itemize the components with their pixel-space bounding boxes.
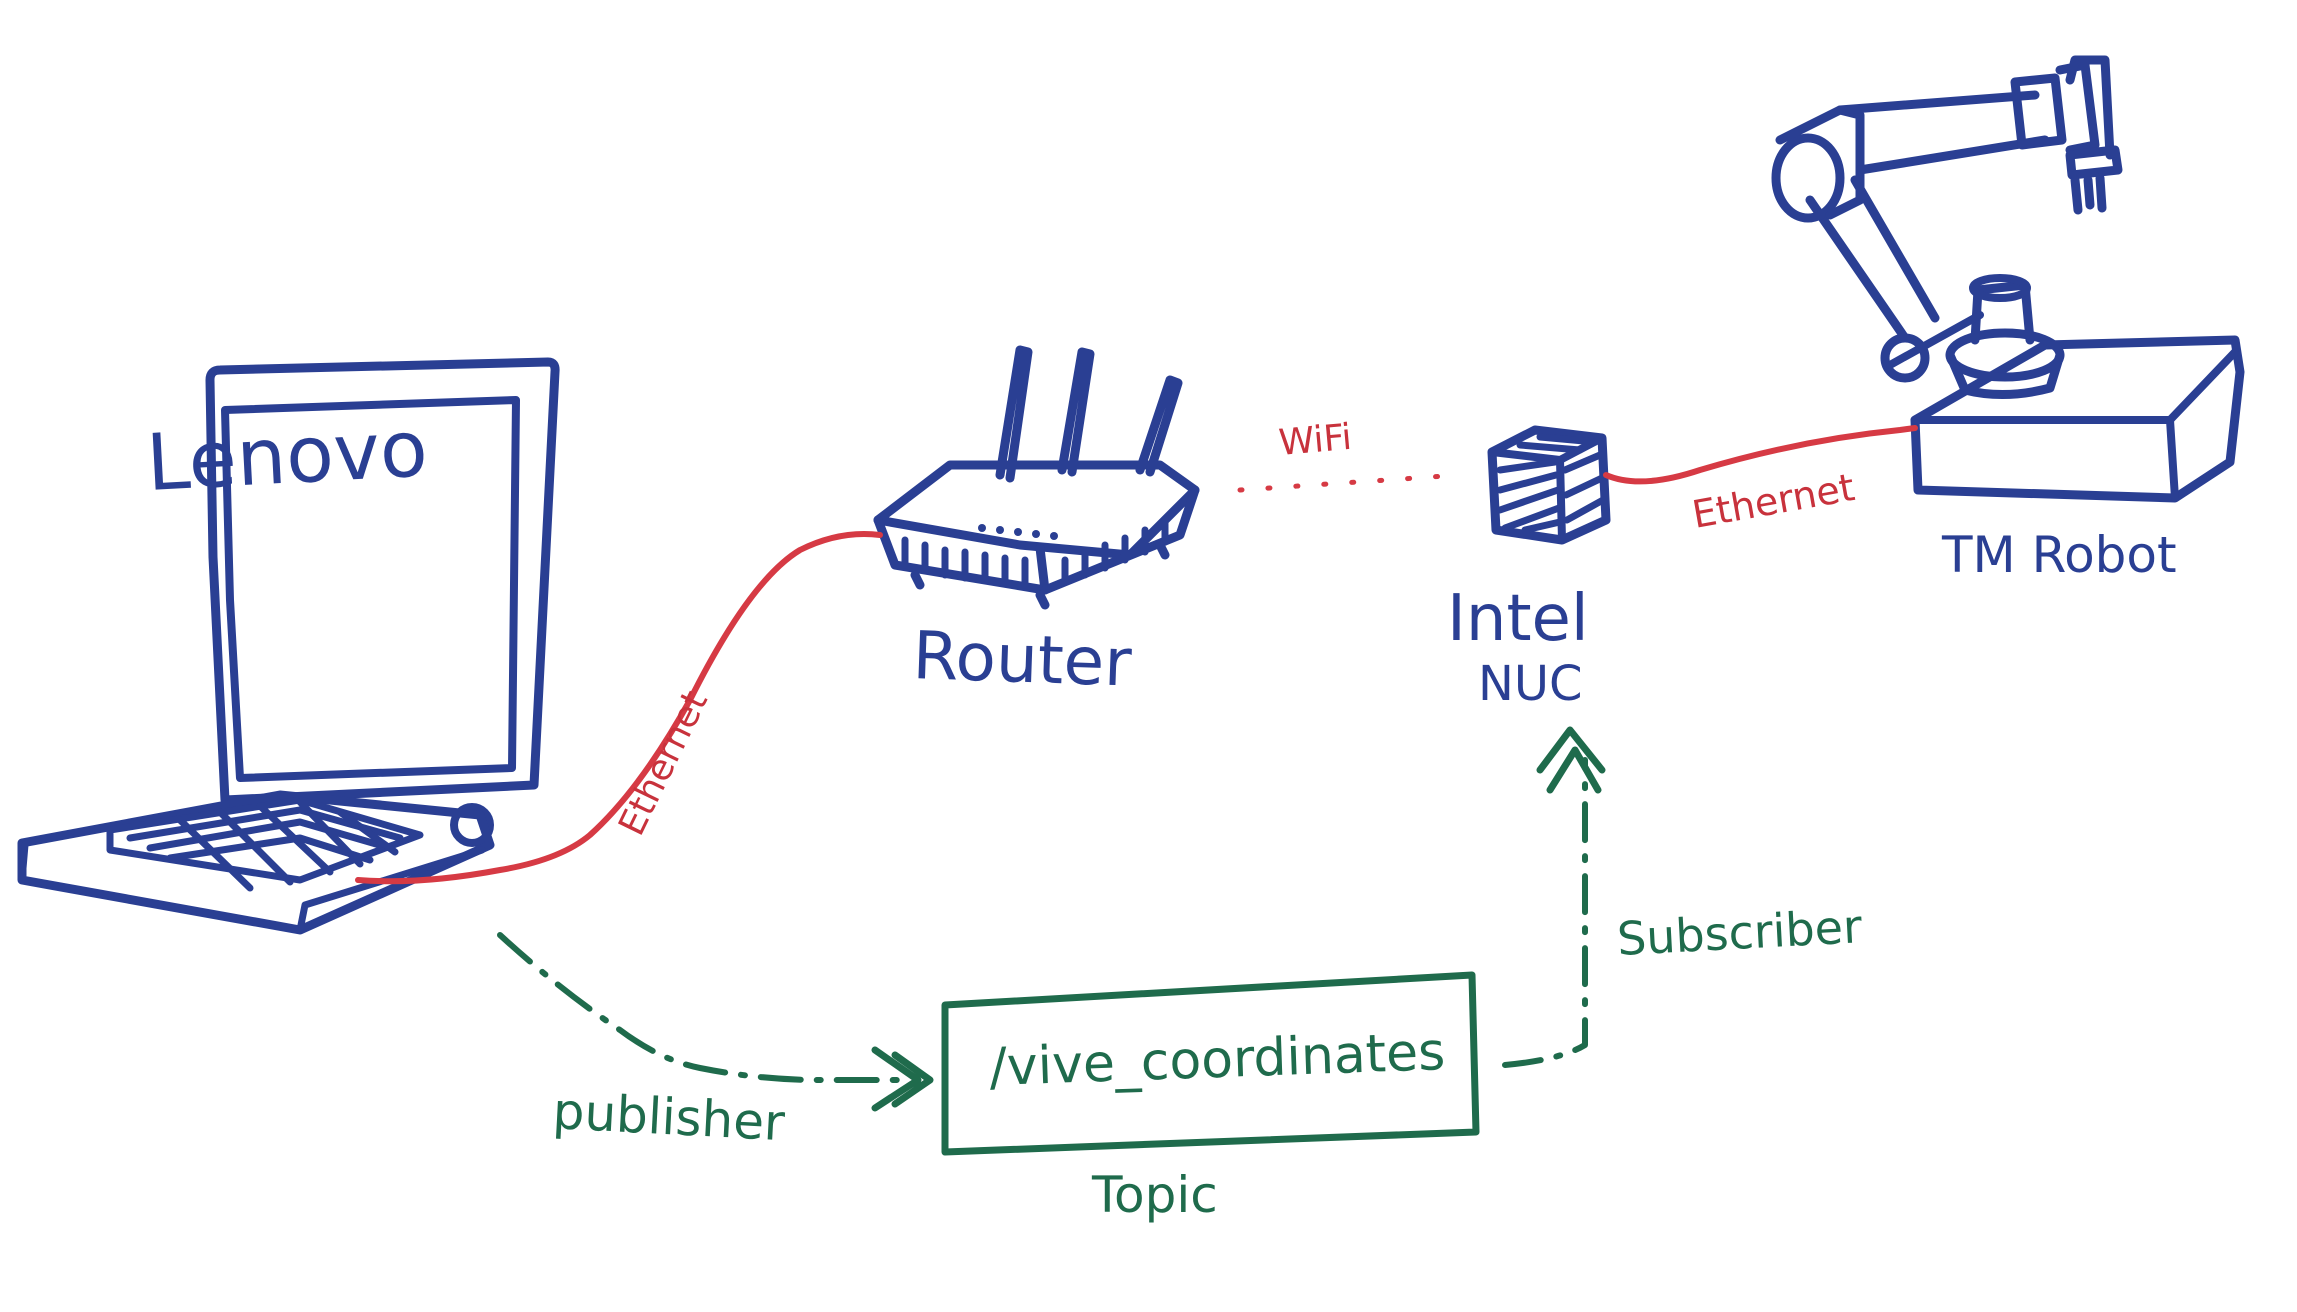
topic-caption: Topic — [1091, 1166, 1218, 1224]
robot-label: TM Robot — [1941, 526, 2177, 584]
topic-box — [941, 971, 1480, 1156]
subscriber-label: Subscriber — [1616, 899, 1863, 966]
ethernet-link-nuc-robot — [1603, 425, 1918, 485]
laptop-icon — [17, 357, 560, 935]
ethernet-link-laptop-router — [355, 531, 883, 885]
mini-pc-icon — [1487, 425, 1611, 545]
robot-arm-icon — [1771, 55, 2245, 503]
publisher-arrow-line — [497, 932, 903, 1083]
subscriber-arrowhead — [1536, 726, 1606, 794]
ethernet-left-label: Ethernet — [611, 685, 716, 842]
laptop-label: Lenovo — [144, 404, 429, 509]
topic-name: /vive_coordinates — [988, 1022, 1446, 1098]
subscriber-arrow-line — [1502, 757, 1588, 1068]
router-icon — [873, 345, 1200, 610]
publisher-arrowhead — [871, 1046, 934, 1112]
wifi-label: WiFi — [1277, 417, 1353, 464]
nuc-label-line2: NUC — [1478, 656, 1583, 712]
ethernet-right-label: Ethernet — [1689, 465, 1858, 537]
router-label: Router — [911, 617, 1133, 702]
wifi-link — [1237, 472, 1463, 493]
nuc-label-line1: Intel — [1447, 582, 1589, 656]
publisher-label: publisher — [551, 1082, 786, 1152]
